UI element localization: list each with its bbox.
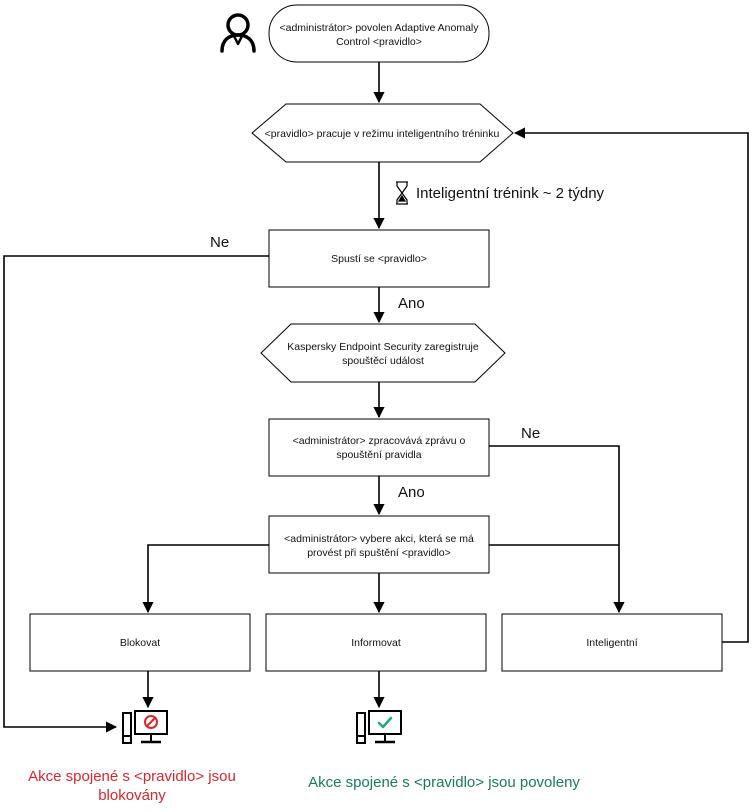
person-icon: [220, 13, 256, 53]
block-node: [29, 613, 251, 672]
smart-node: [501, 613, 723, 672]
admin-processes-line2: spouštění pravidla: [336, 449, 421, 461]
no-label-1: Ne: [210, 234, 229, 251]
hourglass-icon: [396, 181, 408, 205]
computer-blocked-icon: [122, 710, 168, 744]
block-node-label: Blokovat: [120, 637, 160, 649]
start-node-line2: Control <pravidlo>: [336, 36, 422, 48]
blocked-result-line1: Akce spojené s <pravidlo> jsou: [28, 768, 236, 785]
blocked-result-line2: blokovány: [98, 787, 166, 804]
admin-processes-node: [268, 418, 490, 477]
smart-node-label: Inteligentní: [586, 637, 637, 649]
training-duration-label: Inteligentní trénink ~ 2 týdny: [416, 185, 605, 202]
training-node: [251, 103, 514, 163]
yes-label-1: Ano: [398, 295, 425, 312]
allowed-result: Akce spojené s <pravidlo> jsou povoleny: [308, 774, 580, 791]
rule-triggered-label: Spustí se <pravidlo>: [331, 253, 427, 265]
admin-processes-line1: <administrátor> zpracovává zprávu o: [293, 435, 466, 447]
start-node-line1: <administrátor> povolen Adaptive Anomaly: [279, 22, 479, 34]
admin-selects-node: [268, 515, 490, 574]
inform-node: [265, 613, 487, 672]
event-registered-line2: spouštěcí událost: [342, 355, 424, 367]
yes-label-2: Ano: [398, 484, 425, 501]
admin-selects-line2: provést při spuštění <pravidlo>: [307, 547, 451, 559]
event-registered-line1: Kaspersky Endpoint Security zaregistruje: [287, 341, 479, 353]
admin-selects-line1: <administrátor> vybere akci, která se má: [284, 533, 474, 545]
event-registered-node: [260, 323, 506, 383]
training-node-label: <pravidlo> pracuje v režimu inteligentní…: [265, 128, 500, 140]
computer-allowed-icon: [356, 710, 402, 744]
inform-node-label: Informovat: [351, 637, 401, 649]
no-label-2: Ne: [521, 425, 540, 442]
